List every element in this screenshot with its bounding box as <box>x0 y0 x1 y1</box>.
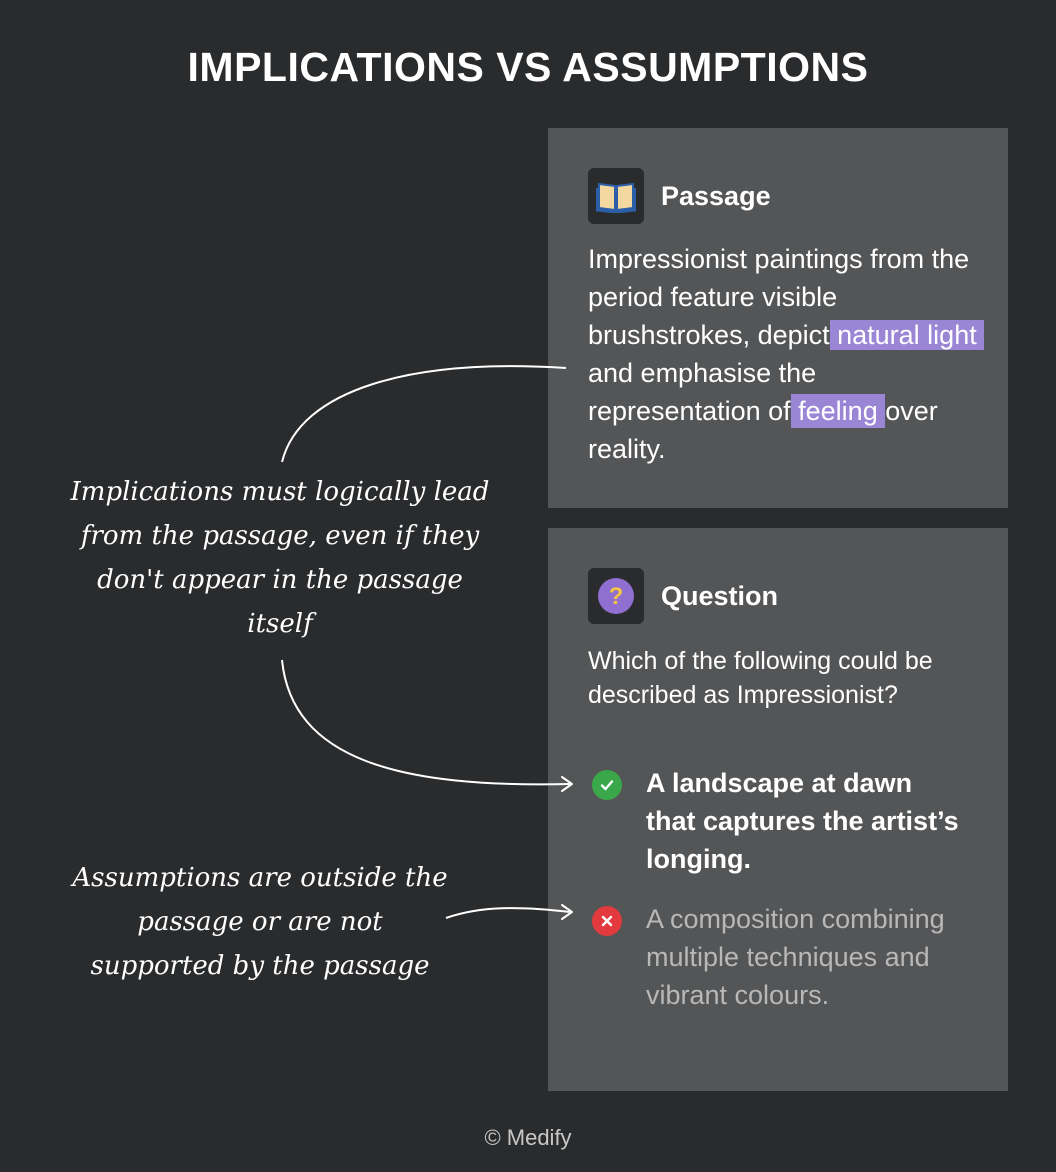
answer-option-incorrect: A composition combining multiple techniq… <box>592 900 966 1014</box>
svg-text:?: ? <box>609 583 624 610</box>
question-mark-icon: ? <box>588 568 644 624</box>
highlight-natural-light: natural light <box>830 320 984 350</box>
highlight-feeling: feeling <box>791 394 885 428</box>
answer-option-text: A landscape at dawn that captures the ar… <box>646 768 959 874</box>
answer-option-correct: A landscape at dawn that captures the ar… <box>592 764 966 878</box>
arrowhead-incorrect <box>561 904 573 920</box>
question-header: ? Question <box>588 568 778 624</box>
arrow-to-incorrect-option <box>445 907 571 919</box>
passage-text-middle: and emphasise the representation of <box>588 358 817 426</box>
cross-icon <box>592 906 622 936</box>
passage-header: Passage <box>588 168 771 224</box>
arrowhead-correct <box>561 776 573 792</box>
passage-text-start: Impressionist paintings from the period … <box>588 244 970 350</box>
implications-note: Implications must logically lead from th… <box>70 477 490 639</box>
passage-label: Passage <box>661 180 771 211</box>
passage-text-end: over reality. <box>588 396 938 464</box>
passage-card: Passage Impressionist paintings from the… <box>548 128 1008 508</box>
check-icon <box>592 770 622 800</box>
arrow-to-correct-option <box>281 659 571 786</box>
assumptions-note: Assumptions are outside the passage or a… <box>72 863 448 981</box>
question-card: ? Question Which of the following could … <box>548 528 1008 1091</box>
answer-option-text: A composition combining multiple techniq… <box>646 904 945 1010</box>
arrow-to-passage <box>281 365 567 463</box>
question-label: Question <box>661 580 779 611</box>
page-title: IMPLICATIONS VS ASSUMPTIONS <box>187 44 869 90</box>
copyright-footer: © Medify <box>484 1125 572 1150</box>
passage-text: Impressionist paintings from the period … <box>588 240 988 468</box>
question-text: Which of the following could be describe… <box>588 647 933 709</box>
open-book-icon <box>588 168 644 224</box>
